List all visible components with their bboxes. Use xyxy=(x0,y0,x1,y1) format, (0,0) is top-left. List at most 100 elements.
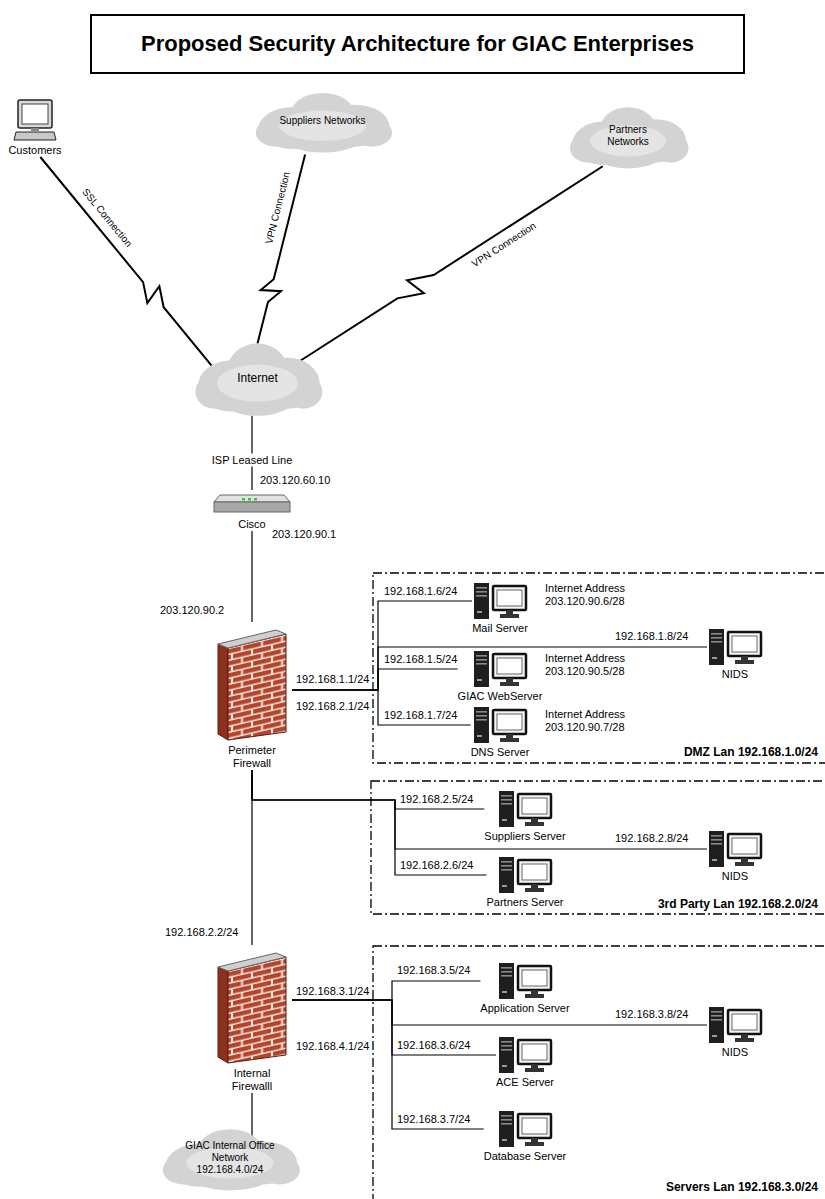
server-icon-part xyxy=(476,655,487,657)
router-icon-part xyxy=(242,498,245,501)
server-icon-part xyxy=(531,884,538,888)
server-icon-part xyxy=(474,583,489,619)
zone-border xyxy=(371,781,825,914)
connection-label: ISP Leased Line xyxy=(210,454,295,467)
server-icon-part xyxy=(502,819,507,821)
wall-icon-part xyxy=(228,634,286,740)
server-icon xyxy=(707,1006,763,1044)
pc-icon-part xyxy=(22,104,48,124)
server-icon-part xyxy=(501,1049,512,1051)
cloud-shape-part xyxy=(256,93,392,153)
server-icon-part xyxy=(709,1007,724,1043)
network-link xyxy=(292,1000,484,1129)
router-icon-part xyxy=(214,495,290,502)
ip-label: 192.168.4.1/24 xyxy=(296,1040,369,1053)
server-icon-part xyxy=(525,1142,544,1146)
server-icon-part xyxy=(501,865,512,867)
server-icon-part xyxy=(499,963,514,999)
server-icon xyxy=(707,628,763,666)
vpn-link xyxy=(40,157,211,366)
wall-icon-part xyxy=(218,953,286,971)
server-icon-part xyxy=(477,611,482,613)
cloud-shape-part xyxy=(195,344,322,416)
network-link xyxy=(292,647,707,690)
server-icon-part xyxy=(711,1019,722,1021)
server-icon-part xyxy=(732,1014,757,1030)
server-icon-part xyxy=(531,990,538,994)
node-label: NIDS xyxy=(722,1046,748,1059)
server: NIDS xyxy=(707,1006,763,1059)
lan-zone: Servers Lan 192.168.3.0/24Application Se… xyxy=(372,945,825,1199)
network-link xyxy=(251,1093,252,1141)
server-icon-part xyxy=(741,656,748,660)
cloud-shape-part xyxy=(163,1129,300,1190)
network-cloud: Partners Networks xyxy=(565,100,691,172)
server-icon-part xyxy=(711,843,722,845)
server-icon-part xyxy=(525,1068,544,1072)
cloud-label: Partners Networks xyxy=(598,124,658,148)
wall-icon-part xyxy=(228,957,286,1063)
zone-label: Servers Lan 192.168.3.0/24 xyxy=(666,1180,818,1194)
ip-label: 192.168.3.6/24 xyxy=(397,1039,470,1052)
server-icon-part xyxy=(741,1034,748,1038)
server-icon-part xyxy=(518,1040,551,1064)
server-icon-part xyxy=(499,1111,514,1147)
firewall: Internal Firewalll xyxy=(212,945,292,1093)
server-icon-part xyxy=(499,791,514,827)
server-icon-part xyxy=(493,586,526,610)
server: NIDS xyxy=(707,830,763,883)
router-icon-part xyxy=(214,502,290,512)
server-icon-part xyxy=(476,719,487,721)
cloud-label: Internet xyxy=(237,371,278,385)
server-icon-part xyxy=(502,991,507,993)
server-icon-part xyxy=(711,839,722,841)
wall-icon xyxy=(212,945,292,1065)
node-label: Cisco xyxy=(238,518,266,531)
server-icon xyxy=(707,830,763,868)
server-icon-part xyxy=(709,831,724,867)
server: Partners Server xyxy=(486,856,563,909)
server-icon-part xyxy=(477,735,482,737)
server-icon-part xyxy=(712,1035,717,1037)
server-icon xyxy=(497,856,553,894)
server-icon xyxy=(497,1036,553,1074)
server-icon xyxy=(472,582,528,620)
server-icon-part xyxy=(476,587,487,589)
ip-label: 192.168.2.2/24 xyxy=(165,926,238,939)
server-icon-part xyxy=(522,1118,547,1134)
node-label: Perimeter Firewall xyxy=(217,744,287,770)
server-icon-part xyxy=(474,651,489,687)
ip-label: Internet Address 203.120.90.7/28 xyxy=(545,708,645,734)
cloud-shape-part xyxy=(570,107,688,168)
server: NIDS xyxy=(707,628,763,681)
node-label: Partners Server xyxy=(486,896,563,909)
wall-icon-part xyxy=(218,630,286,648)
server-icon-part xyxy=(525,994,544,998)
network-cloud: GIAC Internal Office Network 192.168.4.0… xyxy=(157,1122,303,1194)
node-label: Suppliers Server xyxy=(484,830,565,843)
server-icon-part xyxy=(501,1045,512,1047)
server-icon-part xyxy=(476,595,487,597)
ip-label: Internet Address 203.120.90.6/28 xyxy=(545,582,645,608)
ip-label: 192.168.2.6/24 xyxy=(400,859,473,872)
server-icon-part xyxy=(712,859,717,861)
server-icon-part xyxy=(502,1139,507,1141)
network-link xyxy=(292,669,458,690)
server-icon-part xyxy=(522,864,547,880)
zone-border xyxy=(373,573,825,763)
ip-label: 192.168.1.5/24 xyxy=(384,653,457,666)
server-icon-part xyxy=(501,1119,512,1121)
connection-label: VPN Connection xyxy=(263,169,294,248)
network-link xyxy=(292,1000,496,1055)
node-label: Mail Server xyxy=(472,622,528,635)
server: Suppliers Server xyxy=(484,790,565,843)
server-icon-part xyxy=(476,659,487,661)
server-icon-part xyxy=(501,1041,512,1043)
network-link xyxy=(252,770,486,875)
server: Database Server xyxy=(484,1110,567,1163)
node-label: NIDS xyxy=(722,668,748,681)
ip-label: 192.168.1.1/24 xyxy=(296,673,369,686)
server-icon-part xyxy=(497,714,522,730)
ip-label: 192.168.1.6/24 xyxy=(384,585,457,598)
